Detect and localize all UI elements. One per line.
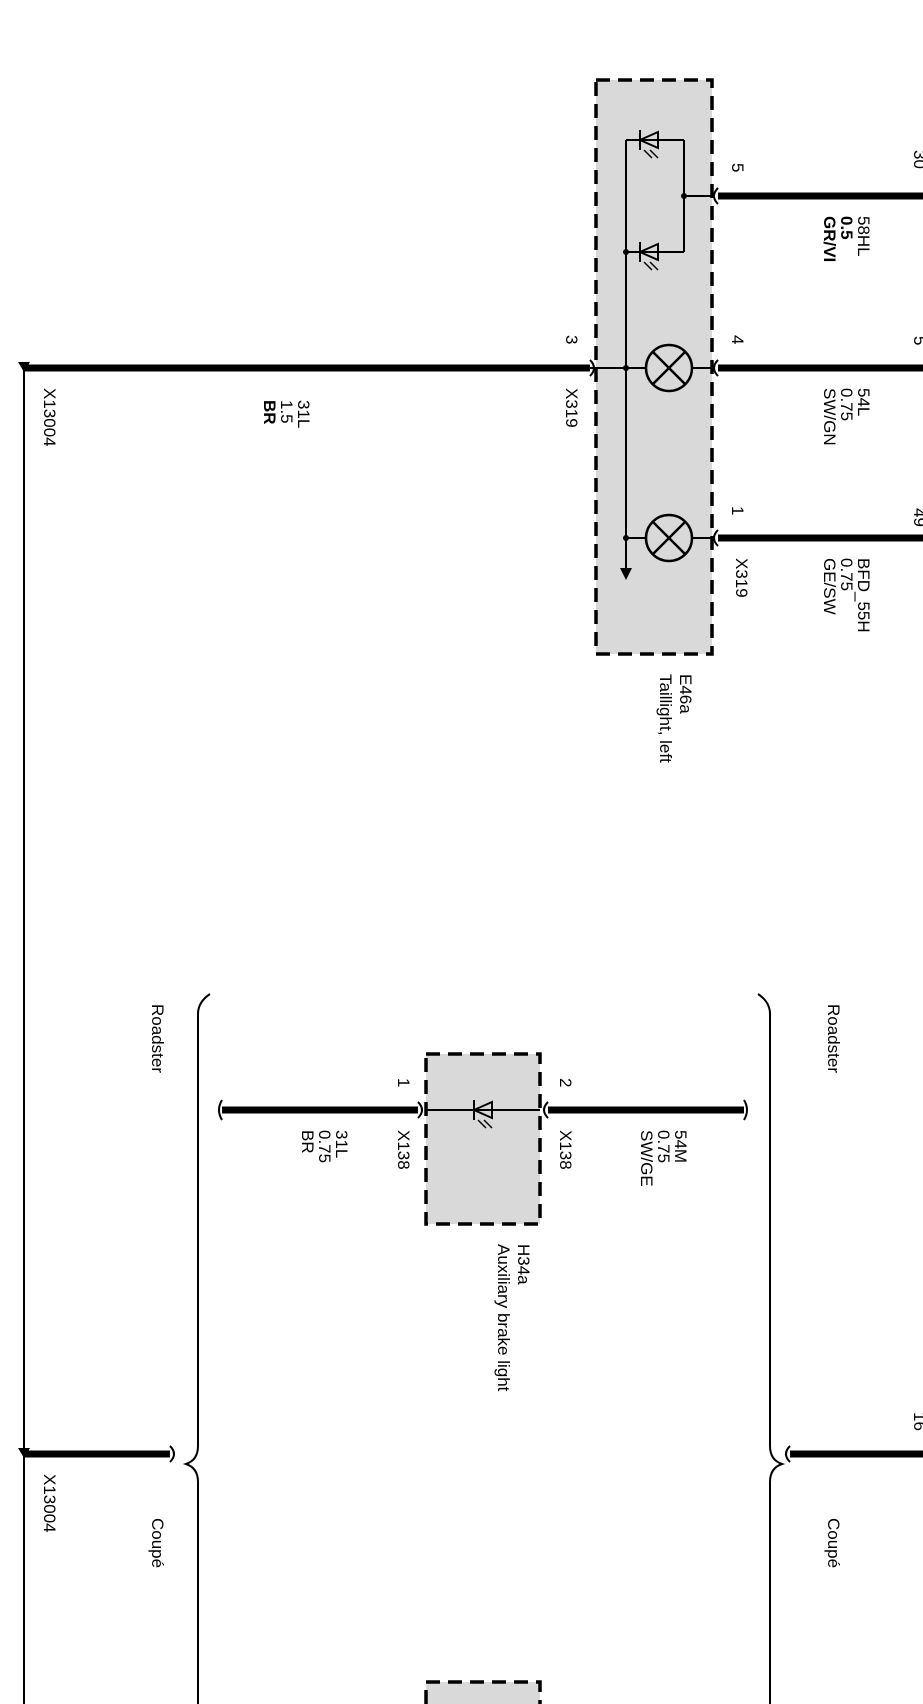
variant-brace-left <box>182 993 211 1704</box>
wire-circuit-label: 31L <box>294 400 313 428</box>
variant-brace-right <box>757 993 786 1704</box>
wire-size-label: 0.75 <box>654 1130 673 1163</box>
variant-label: Roadster <box>148 1004 167 1073</box>
connector-label: X138 <box>556 1130 575 1170</box>
wire-size-label: 0.75 <box>315 1130 334 1163</box>
bulb-icon <box>623 343 712 393</box>
pin-label: 5 <box>728 163 747 172</box>
terminal-label: 5 <box>910 336 923 345</box>
ground-ref-label: X13004 <box>40 1474 59 1533</box>
variant-label: Coupé <box>148 1518 167 1568</box>
wire-circuit-label: 54M <box>671 1130 690 1163</box>
internal-arrow <box>620 568 632 580</box>
wire-color-label: SW/GE <box>637 1130 656 1187</box>
wire-color-label: BR <box>298 1130 317 1154</box>
wire-size-label: 0.75 <box>837 388 856 421</box>
pin-label: 1 <box>394 1078 413 1087</box>
led-icon <box>637 130 659 159</box>
led-icon <box>471 1100 493 1129</box>
led-icon <box>637 242 659 271</box>
wire-circuit-label: 31L <box>332 1130 351 1158</box>
wire-circuit-label: BFD_55H <box>854 558 873 633</box>
component-name: Auxiliary brake light <box>494 1244 513 1392</box>
pin-label: 2 <box>556 1078 575 1087</box>
variant-label: Coupé <box>824 1518 843 1568</box>
wire-size-label: 0.75 <box>837 558 856 591</box>
ground-terminal-icon <box>18 362 30 372</box>
wire-color-label: SW/GN <box>820 388 839 446</box>
terminal-label: 16 <box>910 1412 923 1431</box>
terminal-label: 49 <box>910 508 923 527</box>
component-name: Taillight, left <box>656 674 675 763</box>
pin-label: 1 <box>728 506 747 515</box>
ground-ref-label: X13004 <box>40 388 59 447</box>
connector-label: X319 <box>562 388 581 428</box>
wire-circuit-label: 58HL <box>854 216 873 257</box>
wire-color-label: GR/VI <box>820 216 839 262</box>
terminal-label: 30 <box>910 150 923 169</box>
pin-label: 4 <box>728 335 747 344</box>
wire-circuit-label: 54L <box>854 388 873 416</box>
wire-color-label: GE/SW <box>820 558 839 615</box>
connector-label: X319 <box>732 558 751 598</box>
bulb-icon <box>623 513 712 563</box>
partial-component-box <box>424 1680 542 1704</box>
wire-size-label: 1.5 <box>277 400 296 424</box>
wire-color-label: BR <box>260 400 279 425</box>
variant-label: Roadster <box>824 1004 843 1073</box>
connector-label: X138 <box>394 1130 413 1170</box>
component-code: E46a <box>676 674 695 714</box>
pin-label: 3 <box>562 335 581 344</box>
brake-light-box <box>424 1052 542 1226</box>
component-code: H34a <box>514 1244 533 1285</box>
ground-terminal-icon <box>18 1448 30 1458</box>
wire-size-label: 0.5 <box>837 216 856 240</box>
